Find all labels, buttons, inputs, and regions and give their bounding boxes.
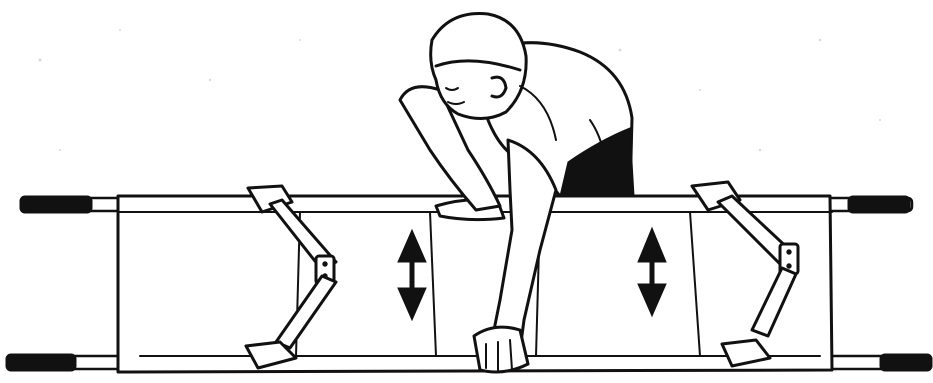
bottom-left-handle-grip (6, 354, 76, 371)
stretcher (6, 182, 932, 372)
bottom-hand-grip (474, 327, 528, 372)
top-right-handle-grip (848, 196, 910, 213)
bottom-right-handle-grip (880, 354, 932, 371)
person-head (431, 14, 527, 119)
top-left-handle-grip (20, 196, 92, 213)
